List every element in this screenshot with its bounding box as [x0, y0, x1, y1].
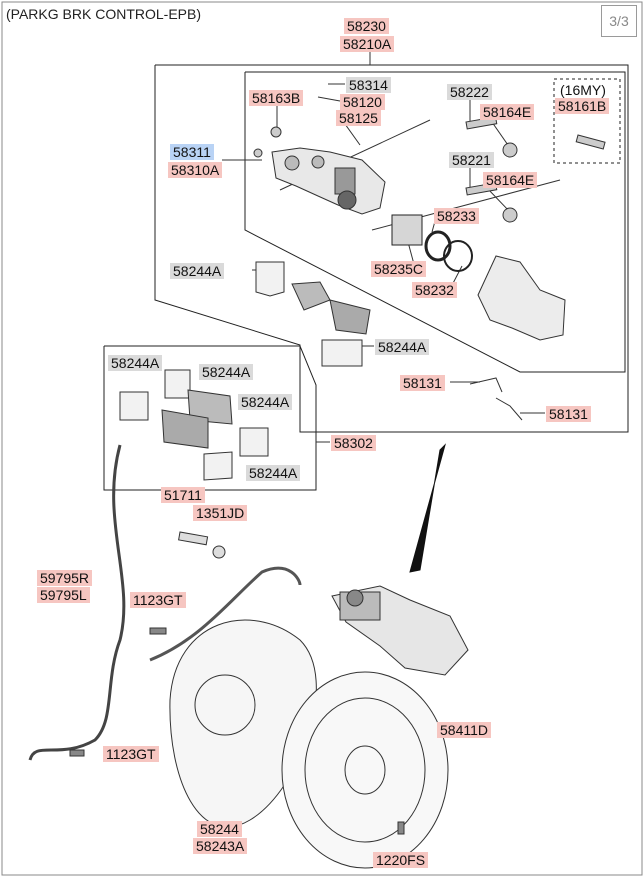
part-label[interactable]: 58244A	[238, 394, 293, 410]
part-label[interactable]: 58314	[346, 77, 391, 93]
part-label[interactable]: 59795R	[37, 570, 93, 586]
part-label[interactable]: 58163B	[249, 90, 304, 106]
part-label[interactable]: 58131	[400, 375, 445, 391]
part-label[interactable]: 58243A	[193, 838, 248, 854]
caliper-bracket	[477, 255, 566, 341]
part-label[interactable]: 58244	[197, 821, 242, 837]
part-label[interactable]: 58131	[546, 406, 591, 422]
caliper-sub-box	[244, 71, 626, 373]
part-label[interactable]: 58244A	[375, 339, 430, 355]
page-indicator[interactable]: 3/3	[601, 5, 637, 37]
part-label[interactable]: 58302	[331, 435, 376, 451]
part-label[interactable]: 58161B	[555, 98, 610, 114]
part-label[interactable]: 59795L	[37, 587, 90, 603]
wear-sensors	[469, 377, 523, 421]
part-label[interactable]: 58244A	[199, 364, 254, 380]
pad-clips	[119, 261, 371, 481]
part-label[interactable]: 58221	[449, 152, 494, 168]
caliper-assembly-box	[154, 64, 629, 433]
part-label[interactable]: 51711	[161, 487, 205, 503]
part-label[interactable]: 58311	[170, 144, 214, 160]
part-label[interactable]: 58235C	[371, 261, 427, 277]
part-label[interactable]: 58310A	[168, 162, 223, 178]
brake-hose	[149, 566, 302, 662]
abs-cable	[28, 444, 126, 761]
rotor-screw	[397, 821, 405, 835]
part-label[interactable]: 58244A	[108, 355, 163, 371]
part-label[interactable]: 58164E	[480, 104, 535, 120]
part-label[interactable]: 58120	[340, 94, 385, 110]
caliper-assembled	[331, 585, 469, 676]
part-label[interactable]: (16MY)	[560, 82, 606, 98]
part-label[interactable]: 1123GT	[103, 746, 159, 762]
piston-seal-parts	[391, 214, 473, 272]
part-label[interactable]: 58210A	[340, 36, 395, 52]
assembly-arrow	[409, 443, 446, 573]
part-label[interactable]: 1220FS	[373, 852, 429, 868]
diagram-title: (PARKG BRK CONTROL-EPB)	[6, 6, 201, 22]
part-label[interactable]: 1123GT	[130, 592, 186, 608]
pad-kit-box	[103, 345, 317, 491]
part-label[interactable]: 58411D	[437, 722, 492, 738]
abs-bracket-bolt-lower	[69, 749, 85, 757]
part-label[interactable]: 58164E	[483, 172, 538, 188]
abs-bracket-bolt	[149, 627, 167, 635]
part-label[interactable]: 58125	[336, 110, 381, 126]
part-label[interactable]: 58232	[412, 282, 457, 298]
part-label[interactable]: 58233	[434, 208, 479, 224]
16my-dashed-box	[553, 78, 621, 164]
bolt-washer	[178, 531, 226, 559]
brake-rotor	[281, 671, 449, 869]
part-label[interactable]: 58244A	[170, 263, 225, 279]
part-label[interactable]: 58222	[447, 84, 492, 100]
part-label[interactable]: 58230	[344, 18, 389, 34]
caliper-housing-top	[271, 147, 386, 215]
part-label[interactable]: 1351JD	[193, 505, 248, 521]
part-label[interactable]: 58244A	[246, 465, 301, 481]
